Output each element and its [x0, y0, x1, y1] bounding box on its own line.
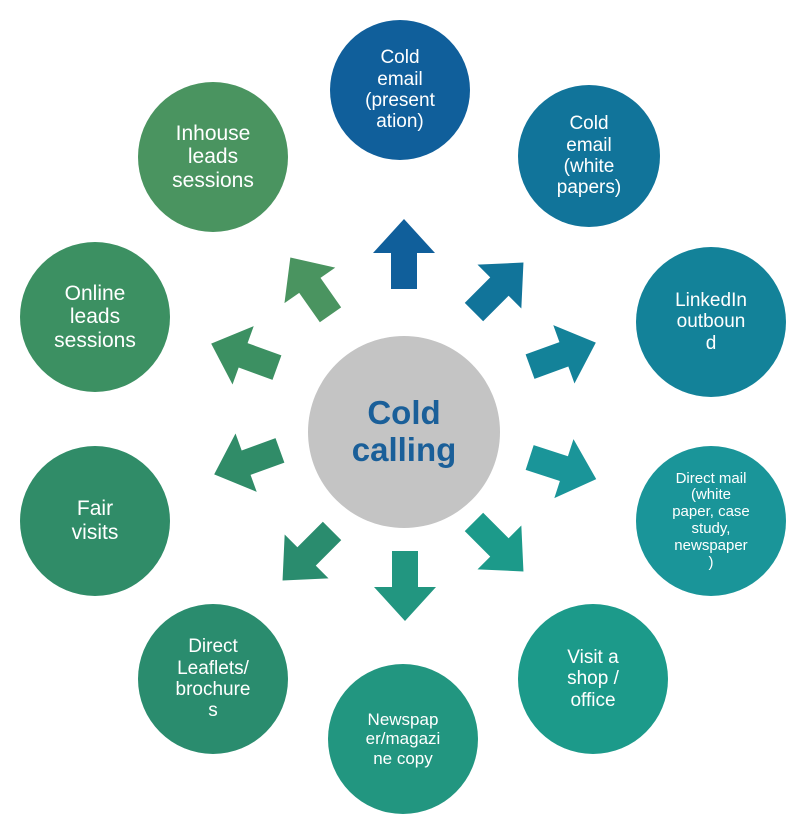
center-label: Cold calling: [351, 394, 457, 468]
node-label: Fair visits: [71, 497, 119, 544]
node-cold-email-presentation: Cold email (present ation): [330, 20, 470, 160]
node-inhouse-leads-sessions: Inhouse leads sessions: [138, 82, 288, 232]
node-visit-a-shop-office: Visit a shop / office: [518, 604, 668, 754]
arrow-to-inhouse-leads-sessions: [284, 257, 342, 323]
node-label: Direct Leaflets/ brochure s: [175, 636, 251, 722]
node-linkedin-outbound: LinkedIn outboun d: [636, 247, 786, 397]
node-label: Visit a shop / office: [567, 647, 619, 711]
node-direct-mail: Direct mail (white paper, case study, ne…: [636, 446, 786, 596]
arrow-to-cold-email-white-papers: [464, 262, 524, 322]
node-online-leads-sessions: Online leads sessions: [20, 242, 170, 392]
arrow-to-newspaper-magazine-copy: [374, 551, 436, 621]
arrow-to-direct-mail: [525, 439, 597, 499]
node-fair-visits: Fair visits: [20, 446, 170, 596]
arrow-to-online-leads-sessions: [211, 326, 282, 385]
arrow-to-visit-a-shop-office: [464, 512, 524, 572]
node-label: Online leads sessions: [54, 281, 136, 352]
center-circle: Cold calling: [308, 336, 500, 528]
node-cold-email-white-papers: Cold email (white papers): [518, 85, 660, 227]
node-label: Newspap er/magazi ne copy: [365, 710, 441, 768]
node-label: LinkedIn outboun d: [675, 290, 747, 354]
arrow-to-linkedin-outbound: [525, 325, 596, 384]
node-newspaper-magazine-copy: Newspap er/magazi ne copy: [328, 664, 478, 814]
arrow-to-cold-email-presentation: [373, 219, 435, 289]
node-label: Inhouse leads sessions: [172, 121, 254, 192]
arrow-to-direct-leaflets-brochures: [282, 521, 342, 581]
node-label: Cold email (white papers): [556, 113, 622, 199]
node-label: Direct mail (white paper, case study, ne…: [672, 469, 750, 571]
node-label: Cold email (present ation): [365, 47, 435, 133]
node-direct-leaflets-brochures: Direct Leaflets/ brochure s: [138, 604, 288, 754]
arrow-to-fair-visits: [214, 433, 285, 492]
